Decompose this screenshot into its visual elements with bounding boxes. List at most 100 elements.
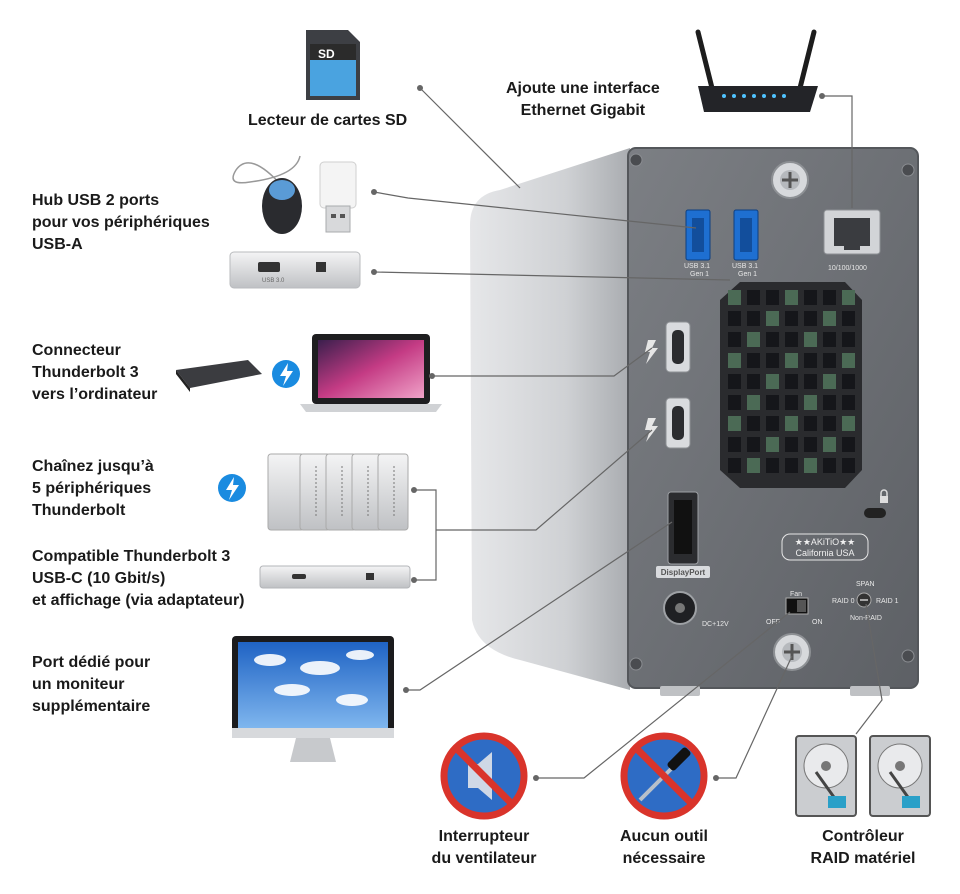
grille-hole <box>823 353 836 368</box>
grille-hole <box>842 416 855 431</box>
label-ethernet: Ajoute une interface Ethernet Gigabit <box>506 80 660 119</box>
displayport-port-icon <box>656 491 710 578</box>
grille-hole <box>823 290 836 305</box>
grille-hole <box>766 290 779 305</box>
svg-text:SD: SD <box>318 47 335 61</box>
grille-hole <box>804 437 817 452</box>
label-sd-reader: Lecteur de cartes SD <box>248 112 408 129</box>
grille-hole <box>804 374 817 389</box>
displayport-label: DisplayPort <box>661 568 706 577</box>
thunderbolt-logo-2-icon <box>218 474 246 502</box>
grille-hole <box>785 416 798 431</box>
grille-hole <box>766 374 779 389</box>
grille-hole <box>842 374 855 389</box>
grille-hole <box>766 395 779 410</box>
grille-hole <box>728 353 741 368</box>
grille-hole <box>842 353 855 368</box>
grille-hole <box>785 290 798 305</box>
grille-hole <box>766 458 779 473</box>
label-no-tool: Aucun outil nécessaire <box>620 828 708 867</box>
grille-hole <box>823 311 836 326</box>
raid-span-label: SPAN <box>856 581 875 588</box>
fan-switch-icon <box>785 597 809 615</box>
grille-hole <box>804 458 817 473</box>
grille-hole <box>785 353 798 368</box>
grille-hole <box>728 416 741 431</box>
hard-drive-2-icon <box>869 735 931 817</box>
grille-hole <box>728 374 741 389</box>
grille-hole <box>842 437 855 452</box>
grille-hole <box>842 395 855 410</box>
brand-line-1: ★★AKiTiO★★ <box>795 537 855 547</box>
grille-hole <box>747 353 760 368</box>
grille-hole <box>766 437 779 452</box>
grille-hole <box>747 437 760 452</box>
grille-hole <box>785 374 798 389</box>
grille-hole <box>747 395 760 410</box>
thunderbolt-dock-icon <box>176 360 262 392</box>
usb-port-2-icon <box>733 209 759 261</box>
label-usb-hub: Hub USB 2 ports pour vos périphériques U… <box>32 192 210 253</box>
grille-hole <box>823 395 836 410</box>
thumbscrew-bottom-icon <box>773 633 811 671</box>
connector-dots <box>371 85 825 781</box>
hard-drive-1-icon <box>795 735 857 817</box>
drive-chain-icon <box>267 453 409 531</box>
usb-stick-icon <box>319 161 357 233</box>
sd-card-icon: SD <box>306 30 360 100</box>
raid-selector-icon <box>856 592 872 608</box>
monitor-icon <box>232 636 394 762</box>
grille-hole <box>823 458 836 473</box>
grille-hole <box>766 353 779 368</box>
grille-hole <box>823 332 836 347</box>
label-daisy-chain: Chaînez jusqu’à 5 périphériques Thunderb… <box>32 458 154 519</box>
grille-hole <box>785 311 798 326</box>
grille-hole <box>804 290 817 305</box>
grille-hole <box>804 311 817 326</box>
usbc-device-icon <box>259 565 411 589</box>
grille-hole <box>804 395 817 410</box>
grille-hole <box>728 395 741 410</box>
label-fan-switch: Interrupteur du ventilateur <box>431 828 537 867</box>
grille-hole <box>747 458 760 473</box>
grille-hole <box>785 458 798 473</box>
no-tool-prohibit-icon <box>620 732 708 820</box>
grille-hole <box>785 395 798 410</box>
grille-hole <box>747 416 760 431</box>
nonraid-label: Non-RAID <box>850 615 882 622</box>
fan-on-label: ON <box>812 619 823 626</box>
grille-hole <box>747 311 760 326</box>
grille-hole <box>728 332 741 347</box>
mouse-icon <box>232 155 302 234</box>
laptop-icon <box>300 334 442 412</box>
grille-hole <box>842 332 855 347</box>
grille-hole <box>728 437 741 452</box>
label-raid: Contrôleur RAID matériel <box>810 828 916 867</box>
svg-text:USB 3.0: USB 3.0 <box>262 278 285 284</box>
label-monitor-port: Port dédié pour un moniteur supplémentai… <box>32 654 151 715</box>
grille-hole <box>842 311 855 326</box>
grille-hole <box>766 416 779 431</box>
usb-drive-icon: USB 3.0 <box>229 251 361 289</box>
dc-label: DC+12V <box>702 621 729 628</box>
thumbscrew-top-icon <box>771 161 809 199</box>
grille-hole <box>842 458 855 473</box>
grille-hole <box>823 437 836 452</box>
brand-line-2: California USA <box>795 548 854 558</box>
thunderbolt-port-1-icon <box>645 321 691 373</box>
ethernet-port-icon <box>823 209 881 255</box>
grille-hole <box>766 332 779 347</box>
grille-hole <box>728 290 741 305</box>
raid0-label: RAID 0 <box>832 598 855 605</box>
grille-hole <box>747 332 760 347</box>
fan-label: Fan <box>790 591 802 598</box>
grille-hole <box>823 416 836 431</box>
grille-hole <box>785 437 798 452</box>
usb-port-1-icon <box>685 209 711 261</box>
grille-hole <box>804 416 817 431</box>
grille-hole <box>747 374 760 389</box>
connector-lines <box>373 87 883 779</box>
